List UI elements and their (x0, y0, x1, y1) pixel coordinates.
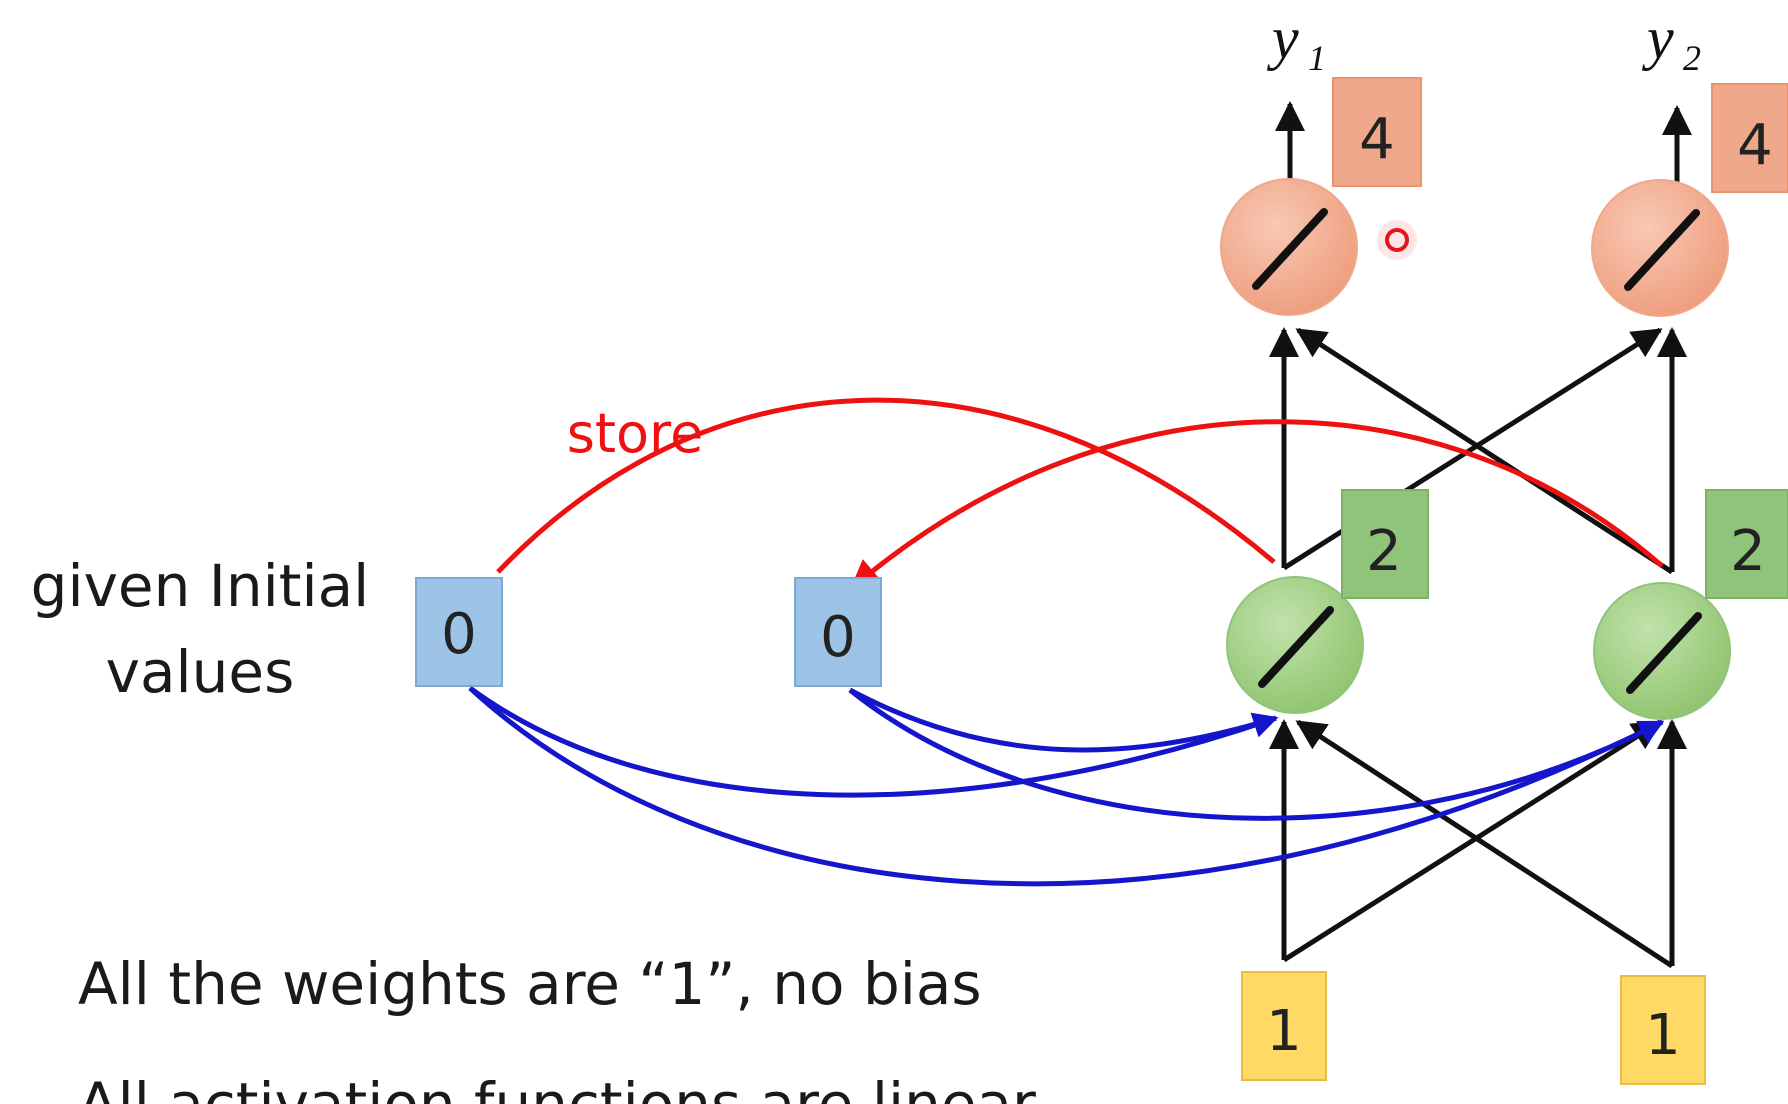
initial-values-label-line1: given Initial (31, 552, 370, 620)
input-value-2: 1 (1645, 1003, 1681, 1068)
hidden-neuron-1 (1226, 576, 1364, 714)
hidden-value-1: 2 (1366, 519, 1402, 584)
initial-values-label-line2: values (106, 638, 295, 706)
input-box-1: 1 (1241, 971, 1327, 1081)
hidden-value-box-1: 2 (1341, 489, 1429, 599)
memory-cell-1: 0 (415, 577, 503, 687)
mem1-to-h2-arrow (468, 686, 1665, 887)
output-value-2: 4 (1737, 113, 1773, 178)
memory-cell-2: 0 (794, 577, 882, 687)
output-value-1: 4 (1359, 107, 1395, 172)
linear-activation-icon (1624, 209, 1700, 291)
hidden-value-2: 2 (1730, 519, 1766, 584)
hidden-neuron-2 (1593, 582, 1731, 720)
store-h1-to-mem1-arrow (496, 397, 1276, 574)
store-h2-to-mem2-arrow (849, 419, 1664, 590)
output-value-box-1: 4 (1332, 77, 1422, 187)
edge-x1-h2 (1282, 719, 1663, 963)
mem2-to-h1-arrow (848, 687, 1279, 753)
edge-h2-o1 (1295, 327, 1674, 575)
mem2-to-h2-arrow (848, 688, 1665, 821)
linear-activation-icon (1252, 208, 1328, 290)
edge-h1-o2 (1282, 327, 1663, 571)
hidden-value-box-2: 2 (1705, 489, 1788, 599)
store-label: store (567, 402, 704, 465)
output-symbol: y (1641, 5, 1674, 71)
weights-note: All the weights are “1”, no bias (78, 950, 982, 1018)
output-subscript: 1 (1308, 38, 1326, 78)
laser-pointer-icon (1377, 220, 1417, 260)
output-label-y1: y 1 (1266, 5, 1326, 78)
memory-value-2: 0 (820, 605, 856, 670)
output-symbol: y (1266, 5, 1299, 71)
mem1-to-h1-arrow (468, 685, 1279, 798)
edge-x2-h1 (1295, 719, 1674, 969)
activation-note: All activation functions are linear (78, 1070, 1036, 1104)
input-box-2: 1 (1620, 975, 1706, 1085)
linear-activation-icon (1626, 612, 1702, 694)
output-neuron-2 (1591, 179, 1729, 317)
output-label-y2: y 2 (1641, 5, 1701, 78)
output-subscript: 2 (1683, 38, 1701, 78)
output-value-box-2: 4 (1711, 83, 1788, 193)
output-neuron-1 (1220, 178, 1358, 316)
memory-value-1: 0 (441, 602, 477, 667)
input-value-1: 1 (1266, 999, 1302, 1064)
linear-activation-icon (1258, 606, 1334, 688)
